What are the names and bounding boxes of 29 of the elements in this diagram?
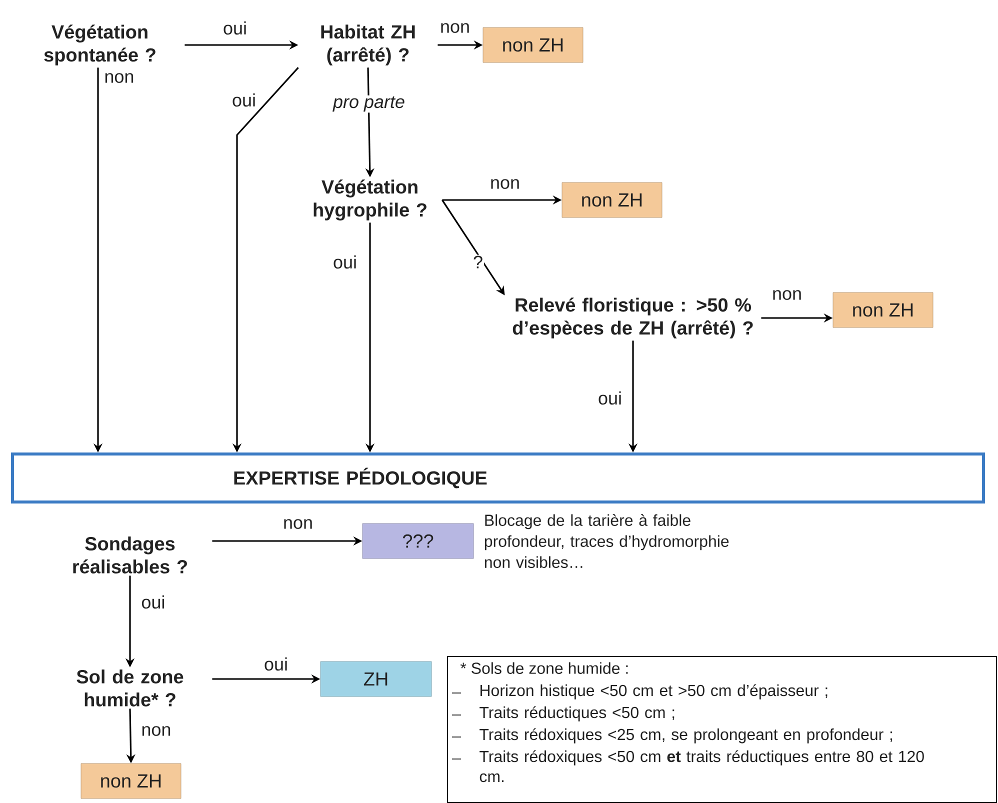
result-box: ZH <box>320 661 432 697</box>
edge-label: oui <box>231 92 258 108</box>
footnote-box: * Sols de zone humide : Horizon histique <50 cm et >50 cm d’épaisseur ; Traits réductiques <50 cm ; Traits rédoxiques <25 cm, se prolongeant en profondeur ; Traits rédoxiques <50 cm et traits réductiques entre 80 et 120 cm. <box>447 656 998 803</box>
edge-label: non <box>282 518 314 530</box>
question-text: Végétation spontanée ? <box>44 24 156 66</box>
edge-label: oui <box>332 254 358 270</box>
edge-label: non <box>140 725 172 737</box>
question-text: Sol de zone humide* ? <box>76 670 184 706</box>
edge-label: oui <box>222 20 248 36</box>
edge-label: oui <box>263 656 290 672</box>
result-box: non ZH <box>80 763 182 799</box>
result-box: non ZH <box>562 182 662 218</box>
note-text: Blocage de la tarière à faible profondeur, traces d’hydromorphie non visibles… <box>484 514 729 568</box>
question-text: Sondages réalisables ? <box>73 536 187 574</box>
question-text: Végétation hygrophile ? <box>314 180 426 220</box>
question-text: Habitat ZH (arrêté) ? <box>321 24 415 66</box>
expertise-band: EXPERTISE PÉDOLOGIQUE <box>11 452 986 504</box>
edge-label: oui <box>140 594 166 610</box>
question-text: Relevé floristique : >50 % d’espèces de ZH (arrêté) ? <box>512 298 753 338</box>
edge-label: non <box>439 22 472 34</box>
edge-label: non <box>771 289 804 301</box>
edge-label: non <box>103 72 136 84</box>
result-box: ??? <box>362 523 474 559</box>
edge-label: oui <box>597 390 624 406</box>
result-box: non ZH <box>832 292 934 328</box>
edge-label: non <box>489 178 522 190</box>
result-box: non ZH <box>482 27 584 63</box>
edge-label: ? <box>472 254 484 270</box>
edge-label: pro parte <box>332 95 406 113</box>
